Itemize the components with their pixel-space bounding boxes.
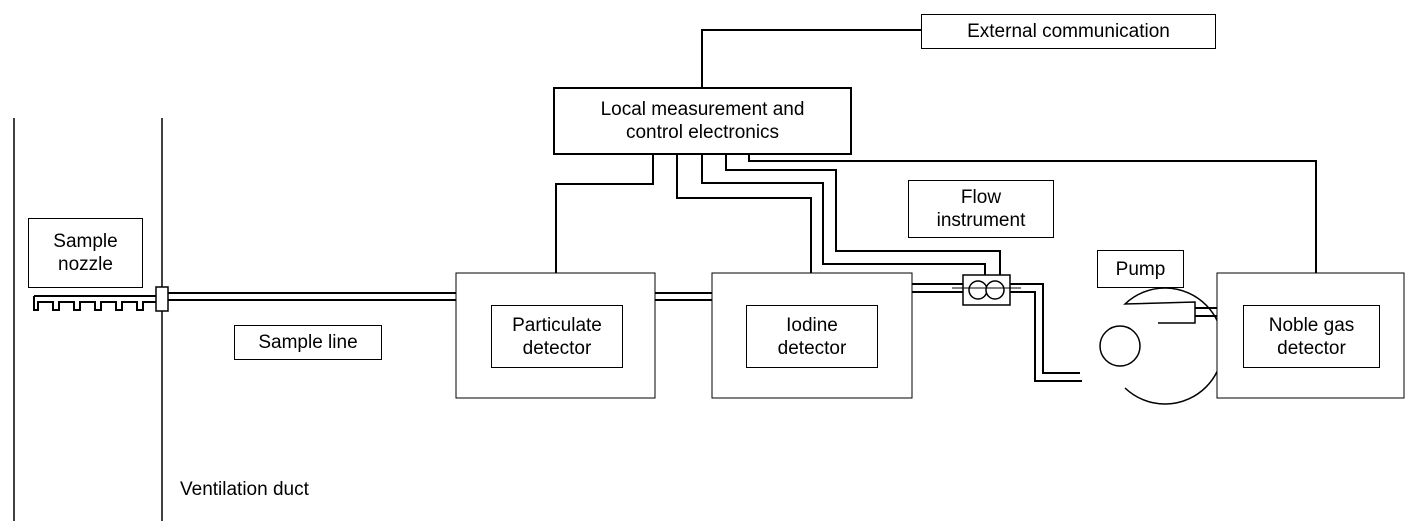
wire-to-external bbox=[701, 29, 921, 87]
noble-gas-detector-label: Noble gas detector bbox=[1243, 305, 1380, 368]
flow-instrument-symbol bbox=[952, 274, 1021, 306]
sample-nozzle-label: Sample nozzle bbox=[28, 218, 143, 288]
wire-to-particulate bbox=[555, 154, 654, 273]
iodine-detector-label: Iodine detector bbox=[746, 305, 878, 368]
pipe-iodine-to-pump bbox=[912, 283, 1082, 382]
wire-to-flow-a bbox=[701, 154, 986, 275]
wire-to-iodine bbox=[676, 154, 812, 273]
external-communication-box: External communication bbox=[921, 14, 1216, 49]
wire-to-flow-b bbox=[725, 154, 1001, 275]
pipe-particulate-to-iodine bbox=[655, 292, 712, 301]
wire-to-noble bbox=[748, 154, 1317, 273]
pump-label: Pump bbox=[1097, 250, 1184, 288]
flow-instrument-label: Flow instrument bbox=[908, 180, 1054, 238]
pump-symbol bbox=[1099, 287, 1224, 405]
local-electronics-box: Local measurement and control electronic… bbox=[553, 87, 852, 155]
pipe-pump-to-noble bbox=[1195, 307, 1217, 317]
sample-line-label: Sample line bbox=[234, 325, 382, 360]
signal-wiring bbox=[555, 29, 1317, 275]
ventilation-duct-label: Ventilation duct bbox=[180, 479, 309, 500]
sample-nozzle-shape bbox=[33, 295, 158, 311]
duct-penetration-fitting bbox=[155, 286, 169, 312]
particulate-detector-label: Particulate detector bbox=[491, 305, 623, 368]
sample-line-pipe bbox=[168, 292, 456, 301]
